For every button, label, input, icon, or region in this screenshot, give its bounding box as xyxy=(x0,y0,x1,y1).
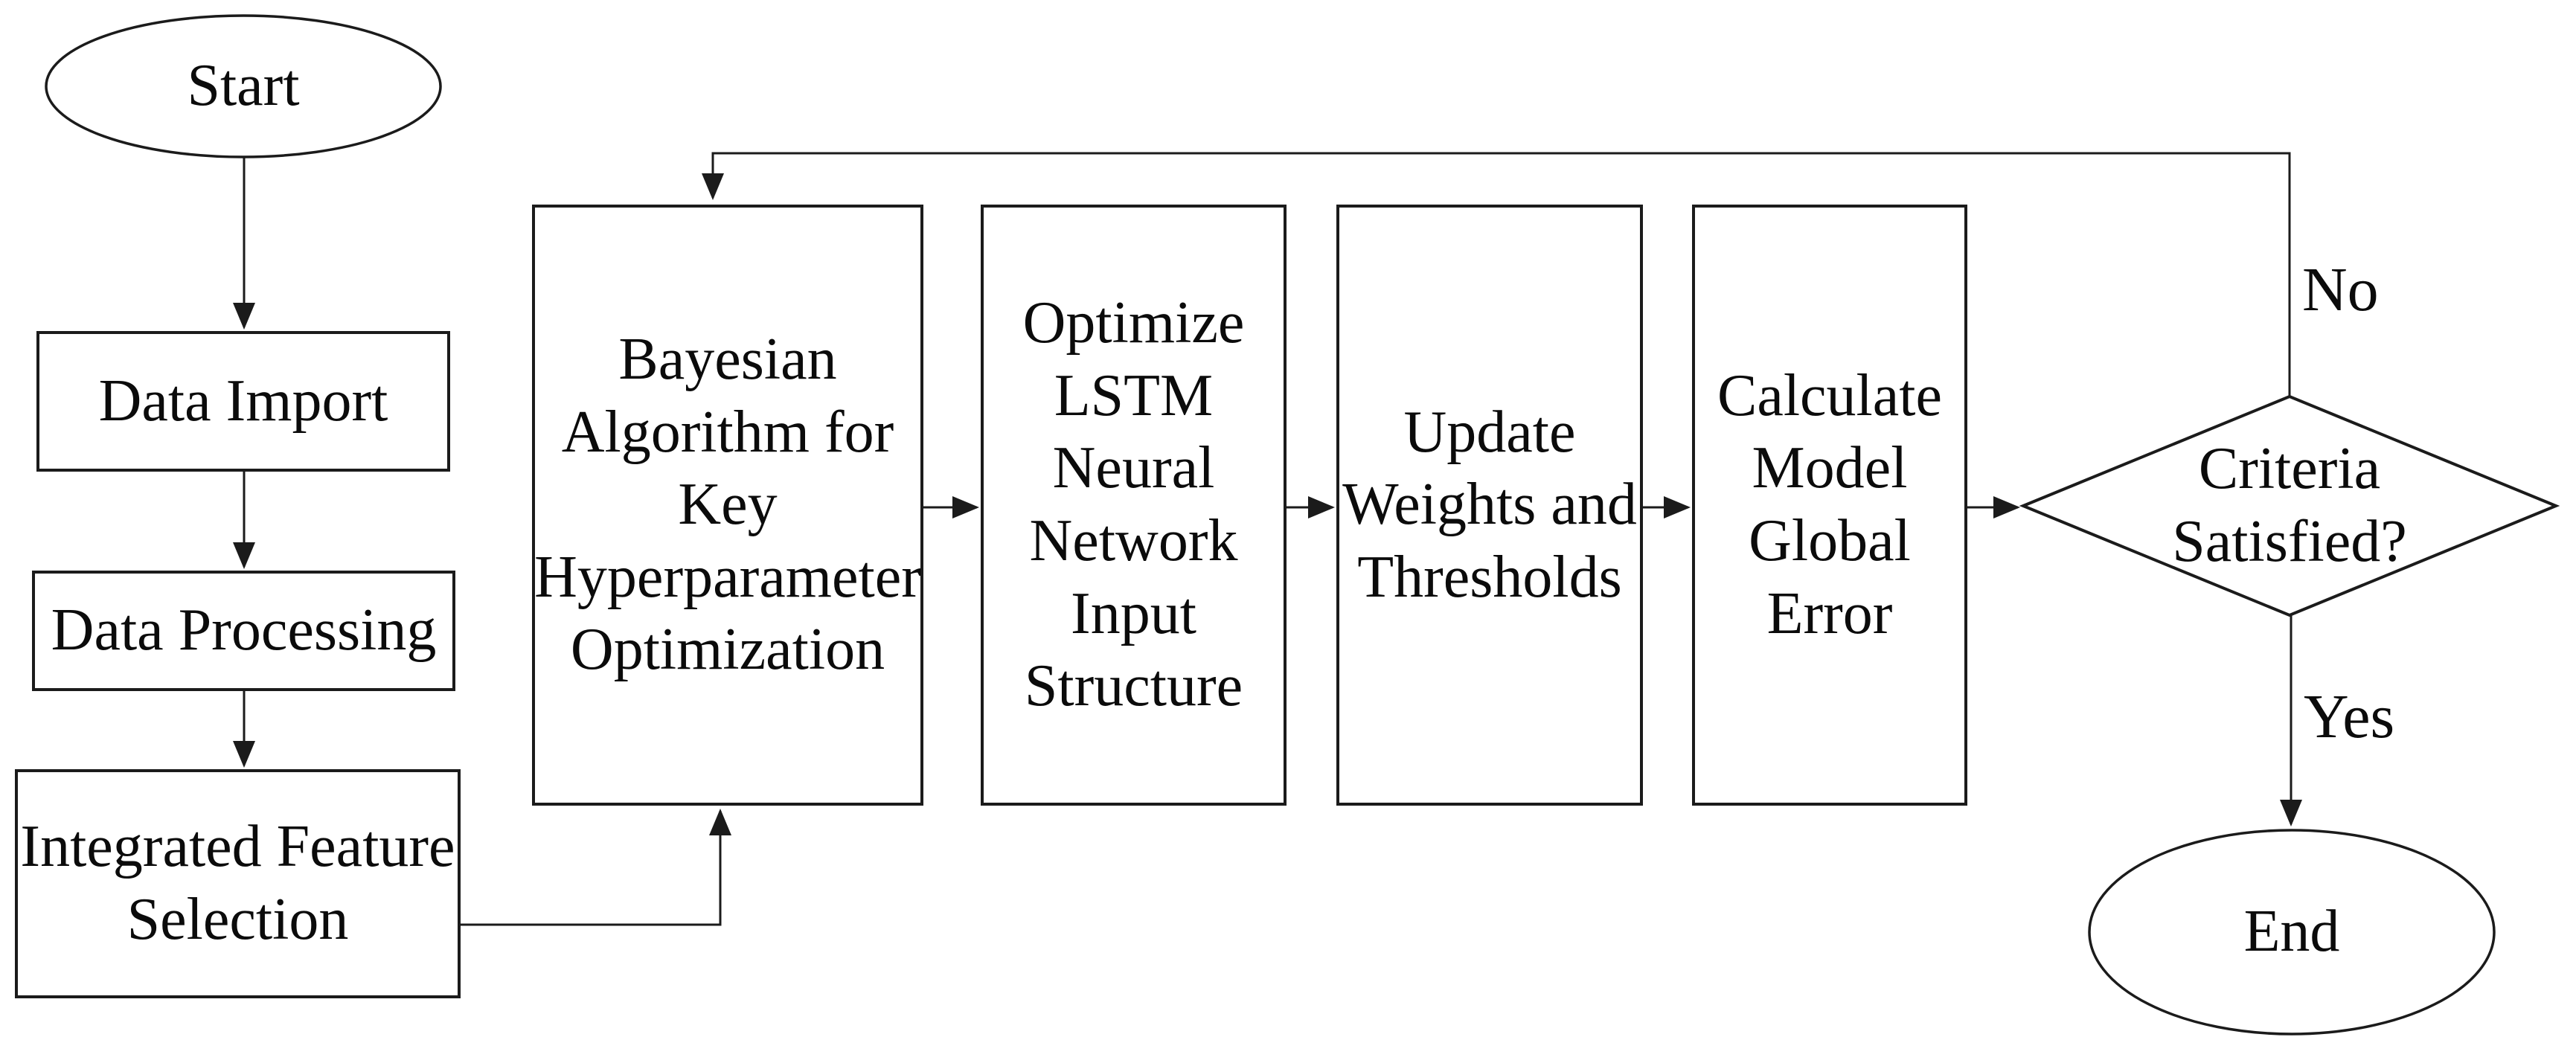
bayesian-label: Bayesian Algorithm for Key Hyperparamete… xyxy=(534,327,921,683)
data-import-label: Data Import xyxy=(98,367,388,434)
calculate-error-box xyxy=(1692,205,1967,806)
bayesian-box xyxy=(532,205,923,806)
arrow-criteria-no-feedback xyxy=(702,152,2291,396)
data-processing-label: Data Processing xyxy=(51,597,437,664)
criteria-diamond xyxy=(2019,394,2560,617)
feature-selection-label: Integrated Feature Selection xyxy=(20,814,455,952)
data-processing-box xyxy=(32,571,455,691)
optimize-lstm-label: Optimize LSTM Neural Network Input Struc… xyxy=(1022,290,1245,719)
arrow-feature-selection-to-bayesian xyxy=(461,809,731,926)
data-import-box xyxy=(36,331,450,472)
start-ellipse xyxy=(45,14,442,158)
update-weights-label: Update Weights and Thresholds xyxy=(1342,399,1637,610)
optimize-lstm-box xyxy=(981,205,1287,806)
feature-selection-box xyxy=(15,769,461,998)
calculate-error-label: Calculate Model Global Error xyxy=(1717,362,1943,646)
edge-label-no: No xyxy=(2302,255,2379,324)
criteria-label: Criteria Satisfied? xyxy=(2172,436,2407,574)
end-label: End xyxy=(2243,899,2340,965)
start-label: Start xyxy=(187,53,300,119)
edge-label-yes: Yes xyxy=(2304,682,2395,751)
end-ellipse xyxy=(2088,829,2496,1036)
update-weights-box xyxy=(1336,205,1643,806)
